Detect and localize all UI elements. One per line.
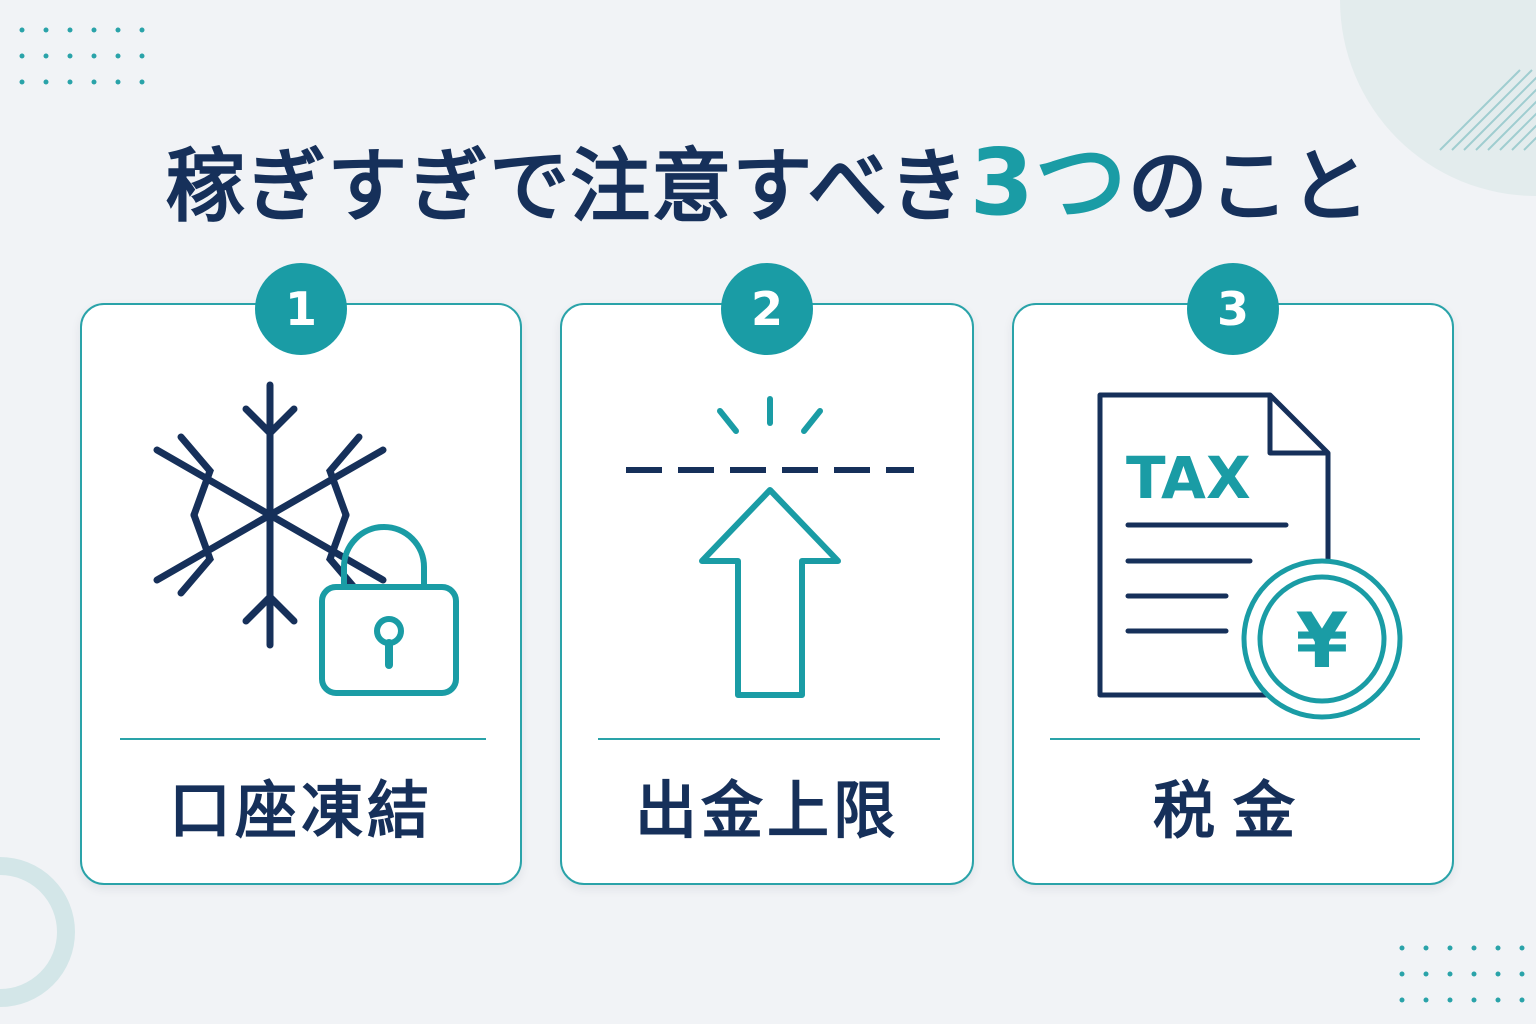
card-label: 税金 [1152,774,1313,847]
impact-lines [717,396,823,434]
card-withdrawal-limit: 2 出金上限 [560,263,974,885]
yen-coin-icon [1241,558,1403,720]
document-lines [1125,522,1289,634]
card-label: 出金上限 [634,774,899,847]
tax-document-text: TAX [1126,444,1251,512]
yen-symbol: ¥ [1296,596,1349,685]
top-right-circle-decoration [1340,0,1536,196]
top-left-dot-grid [19,27,145,85]
number-badge: 2 [721,263,813,355]
bottom-left-ring-decoration [0,857,75,1007]
card-label: 口座凍結 [168,774,433,847]
card-divider [1050,738,1420,740]
number-badge: 1 [255,263,347,355]
title-tail: のこと [1127,140,1371,233]
limit-arrow-illustration [626,396,914,698]
title-main: 稼ぎすぎで注意すべき [165,140,970,233]
card-divider [598,738,940,740]
title-accent: 3つ [969,129,1128,236]
snowflake-icon [153,381,387,649]
padlock-icon [319,524,459,696]
card-divider [120,738,486,740]
tax-illustration: TAX ¥ [1097,392,1403,720]
page-title: 稼ぎすぎで注意すべき3つのこと [0,108,1536,241]
snowflake-lock-illustration [153,381,459,696]
card-account-freeze: 1 口座凍結 [80,263,522,885]
number-badge: 3 [1187,263,1279,355]
up-arrow-icon [699,487,841,698]
card-tax: 3 TAX ¥ 税金 [1012,263,1454,885]
bottom-right-dot-grid [1399,945,1525,1003]
